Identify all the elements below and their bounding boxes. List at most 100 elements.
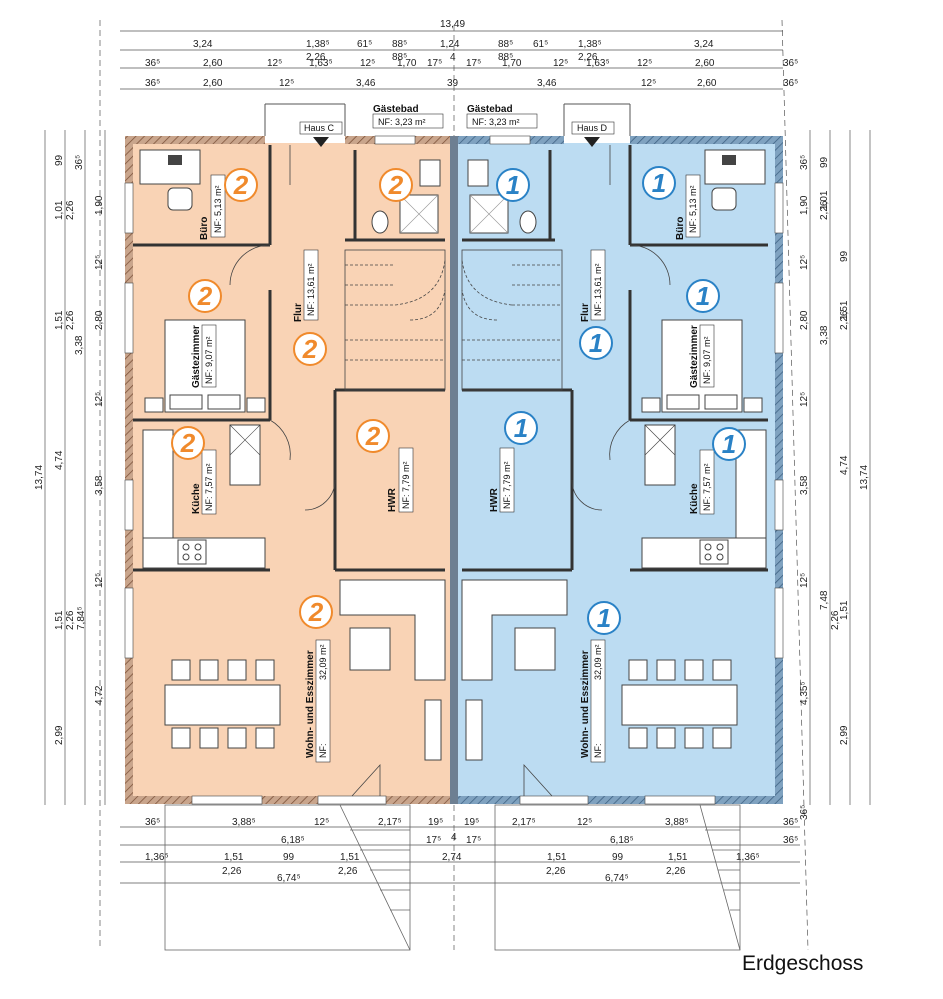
dining-chairs [171, 659, 275, 749]
dim-label: 2,26 [819, 200, 830, 220]
nightstand [246, 397, 266, 413]
window [124, 479, 134, 531]
dim-label: 88⁵ [392, 39, 407, 50]
nf-box [303, 249, 319, 321]
dim-label: 1,01 [54, 200, 65, 220]
dim-label: 1,70 [397, 58, 417, 69]
sofa [461, 579, 568, 681]
window [317, 795, 387, 805]
entrance-canopy-left [264, 103, 346, 136]
dim-label: 36⁵ [799, 155, 810, 170]
dim-row3-bottom: 1,36⁵ 1,51 99 1,51 2,74 1,51 99 1,51 1,3… [145, 852, 760, 863]
unit-badge-icon: 1 [642, 166, 676, 200]
nf-box [590, 249, 606, 321]
nf-box [590, 639, 606, 763]
room-nf-guest-bath-left: NF: 3,23 m² [378, 117, 426, 127]
window [191, 795, 263, 805]
unit-badge-number: 1 [506, 170, 520, 200]
unit-badge-icon: 1 [587, 601, 621, 635]
dim-label: 36⁵ [145, 78, 160, 89]
monitor-icon [722, 155, 736, 165]
dim-label: 4,74 [839, 455, 850, 475]
dim-label: 1,63⁵ [309, 58, 333, 69]
dim-label: 1,90 [94, 195, 105, 215]
dim-label: 6,74⁵ [605, 873, 629, 884]
dim-label: 2,60 [697, 78, 717, 89]
nf-box [699, 324, 715, 388]
dim-label: 12⁵ [94, 573, 105, 588]
dim-label: 2,26 [546, 866, 566, 877]
nf-box [315, 639, 331, 763]
dim-label: 2,80 [94, 310, 105, 330]
nf-box [499, 447, 515, 513]
dim-label: 2,26 [666, 866, 686, 877]
dim-label: 36⁵ [783, 835, 798, 846]
window [774, 479, 784, 531]
dim-left-mid-2: 4,72 [94, 685, 105, 705]
dim-label: 2,26 [65, 310, 76, 330]
dim-label: 12⁵ [799, 392, 810, 407]
dim-label: 2,26 [65, 200, 76, 220]
dim-label: 12⁵ [279, 78, 294, 89]
dim-row3-top: 36⁵ 2,60 12⁵ 1,63⁵ 12⁵ 1,70 17⁵ 17⁵ 1,70… [145, 58, 798, 69]
dim-label: 12⁵ [360, 58, 375, 69]
room-name-wohnen-right: Wohn- und Esszimmer [580, 650, 591, 758]
dim-label: 88⁵ [392, 52, 407, 63]
party-wall [450, 136, 458, 804]
unit-badge-icon: 2 [224, 168, 258, 202]
dim-label: 12⁵ [553, 58, 568, 69]
room-nf-buero-right: NF: 5,13 m² [688, 185, 698, 233]
unit-badge-number: 2 [308, 597, 324, 627]
unit-badge-icon: 2 [299, 595, 333, 629]
room-nf-kueche-left: NF: 7,57 m² [204, 463, 214, 511]
house-c: Haus C [124, 103, 454, 805]
dim-label: 2,26 [222, 866, 242, 877]
dim-label: 3,58 [799, 475, 810, 495]
pillow [666, 394, 700, 410]
fridge-icon [229, 424, 261, 486]
dim-row2-bottom: 6,18⁵ 17⁵ 4 17⁵ 6,18⁵ 36⁵ [281, 832, 798, 846]
dim-label: 36⁵ [783, 78, 798, 89]
dim-label: 17⁵ [427, 58, 442, 69]
house-c-wall-top [125, 136, 265, 144]
unit-badge-icon: 2 [171, 426, 205, 460]
dim-label: 12⁵ [314, 817, 329, 828]
dim-label: 2,60 [203, 78, 223, 89]
house-d-wall-bottom [454, 796, 783, 804]
dim-row4-top: 36⁵ 2,60 12⁵ 3,46 39 3,46 12⁵ 2,60 36⁵ [145, 78, 798, 89]
coffee-table [514, 627, 556, 671]
dim-label: 4 [451, 832, 457, 843]
dining-table [164, 684, 281, 726]
terrace-right [494, 804, 741, 951]
dim-right-inner2: 99 1,01 99 1,51 3,38 1,51 2,99 [819, 156, 850, 745]
nf-box [685, 174, 701, 238]
dim-label: 36⁵ [74, 155, 85, 170]
room-name-gaeste-right: Gästezimmer [689, 325, 700, 388]
dim-label: 2,74 [442, 852, 462, 863]
dim-label: 19⁵ [428, 817, 443, 828]
dining-table [621, 684, 738, 726]
dim-label: 99 [612, 852, 624, 863]
dim-label: 1,51 [224, 852, 244, 863]
window [489, 135, 531, 145]
dim-label: 6,74⁵ [277, 873, 301, 884]
dim-label: 3,46 [537, 78, 557, 89]
dim-label: 17⁵ [426, 835, 441, 846]
dim-label: 1,51 [340, 852, 360, 863]
room-name-hwr-right: HWR [489, 487, 500, 512]
house-d-wall-right [775, 136, 783, 804]
dim-label: 12⁵ [577, 817, 592, 828]
dim-label: 88⁵ [498, 52, 513, 63]
dim-label: 17⁵ [466, 835, 481, 846]
dim-label: 12⁵ [94, 255, 105, 270]
window [774, 282, 784, 354]
dim-row5-bottom: 6,74⁵ 6,74⁵ [277, 873, 629, 884]
stove-icon [699, 539, 729, 565]
dim-label: 12⁵ [799, 255, 810, 270]
dim-label: 2,26 [578, 52, 598, 63]
dim-label: 1,63⁵ [586, 58, 610, 69]
unit-badge-icon: 2 [356, 419, 390, 453]
house-c-wall-left [125, 136, 133, 804]
